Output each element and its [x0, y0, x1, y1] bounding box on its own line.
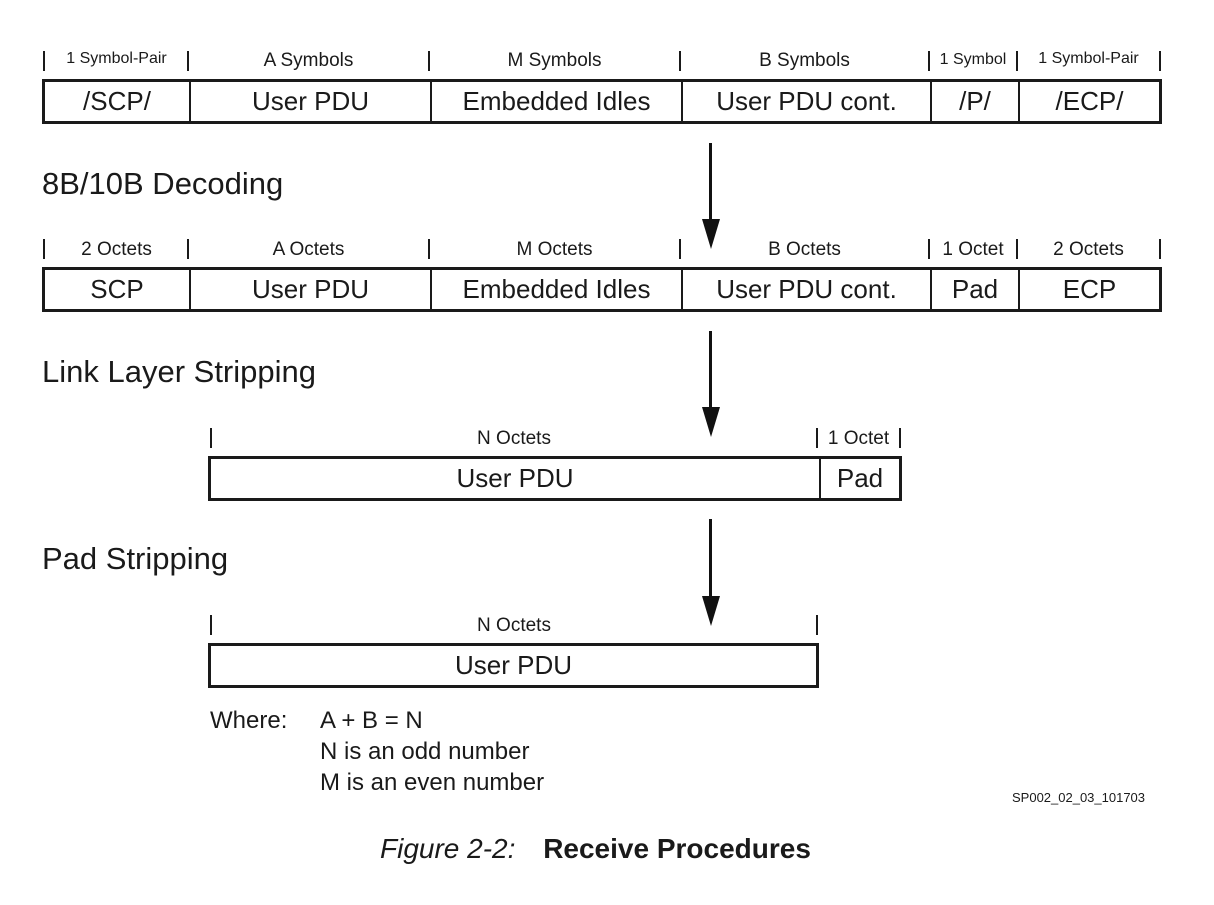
row3-tick-1: [816, 428, 818, 448]
row1-label: A Symbols: [263, 50, 354, 71]
row2-tick-2: [428, 239, 430, 259]
arrow-1-head: [702, 219, 720, 249]
note-line: A + B = N: [320, 707, 423, 734]
row2-tick-1: [187, 239, 189, 259]
row3-label: N Octets: [477, 428, 551, 449]
row2-label: 1 Octet: [942, 239, 1004, 260]
note-line: M is an even number: [320, 769, 545, 796]
row1-tick-1: [187, 51, 189, 71]
row1-tick-2: [428, 51, 430, 71]
row1-frame: /SCP/ User PDU Embedded Idles User PDU c…: [42, 79, 1162, 124]
row1-cell-user-pdu: User PDU: [189, 82, 430, 121]
row4-tick-0: [210, 615, 212, 635]
row1-label: 1 Symbol-Pair: [1038, 50, 1139, 67]
row1-tick-6: [1159, 51, 1161, 71]
row3-tick-2: [899, 428, 901, 448]
arrow-1-shaft: [709, 143, 712, 221]
row3-cell-pad: Pad: [819, 459, 899, 498]
row1-tick-4: [928, 51, 930, 71]
row1-cell-ecp: /ECP/: [1018, 82, 1159, 121]
row3-label: 1 Octet: [827, 428, 890, 449]
row2-label: 2 Octets: [1053, 239, 1124, 260]
row1-cell-embedded-idles: Embedded Idles: [430, 82, 681, 121]
row1-tick-0: [43, 51, 45, 71]
row2-label: 2 Octets: [81, 239, 152, 260]
row4-tick-1: [816, 615, 818, 635]
stage-heading: Pad Stripping: [42, 541, 229, 576]
note-line: N is an odd number: [320, 738, 530, 765]
row4-label: N Octets: [477, 615, 551, 636]
arrow-2-shaft: [709, 331, 712, 409]
row2-frame: SCP User PDU Embedded Idles User PDU con…: [42, 267, 1162, 312]
row3-frame: User PDU Pad: [208, 456, 902, 501]
row2-label: M Octets: [516, 239, 593, 260]
row2-tick-0: [43, 239, 45, 259]
row1-cell-scp: /SCP/: [83, 86, 151, 116]
row2-cell-ecp: ECP: [1018, 270, 1159, 309]
row1-label: 1 Symbol: [939, 51, 1007, 68]
row4-frame: User PDU: [208, 643, 819, 688]
where-label: Where:: [210, 707, 288, 734]
stage-heading: 8B/10B Decoding: [42, 166, 284, 201]
row1-label: 1 Symbol-Pair: [66, 50, 167, 67]
row3-tick-0: [210, 428, 212, 448]
row2-cell-pad: Pad: [930, 270, 1018, 309]
row2-tick-5: [1016, 239, 1018, 259]
arrow-2-head: [702, 407, 720, 437]
caption-number: Figure 2-2:: [380, 833, 516, 864]
row1-cell-pad: /P/: [930, 82, 1018, 121]
row4-cell-user-pdu: User PDU: [454, 650, 572, 680]
row1-tick-3: [679, 51, 681, 71]
arrow-3-shaft: [709, 519, 712, 597]
row2-cell-user-pdu-cont: User PDU cont.: [681, 270, 930, 309]
row2-cell-user-pdu: User PDU: [189, 270, 430, 309]
row2-tick-3: [679, 239, 681, 259]
caption-title: Receive Procedures: [543, 833, 811, 864]
arrow-3-head: [702, 596, 720, 626]
row1-cell-user-pdu-cont: User PDU cont.: [681, 82, 930, 121]
row1-label: B Symbols: [759, 50, 850, 71]
row1-label: M Symbols: [507, 50, 602, 71]
row1-tick-5: [1016, 51, 1018, 71]
row3-cell-user-pdu: User PDU: [456, 463, 574, 493]
row2-label: B Octets: [768, 239, 841, 260]
row2-cell-embedded-idles: Embedded Idles: [430, 270, 681, 309]
figure-caption: Figure 2-2: Receive Procedures: [380, 833, 811, 865]
row2-label: A Octets: [272, 239, 345, 260]
row2-tick-6: [1159, 239, 1161, 259]
row2-cell-scp: SCP: [90, 274, 144, 304]
stage-heading: Link Layer Stripping: [42, 354, 316, 389]
figure-code: SP002_02_03_101703: [1012, 790, 1146, 805]
row2-tick-4: [928, 239, 930, 259]
